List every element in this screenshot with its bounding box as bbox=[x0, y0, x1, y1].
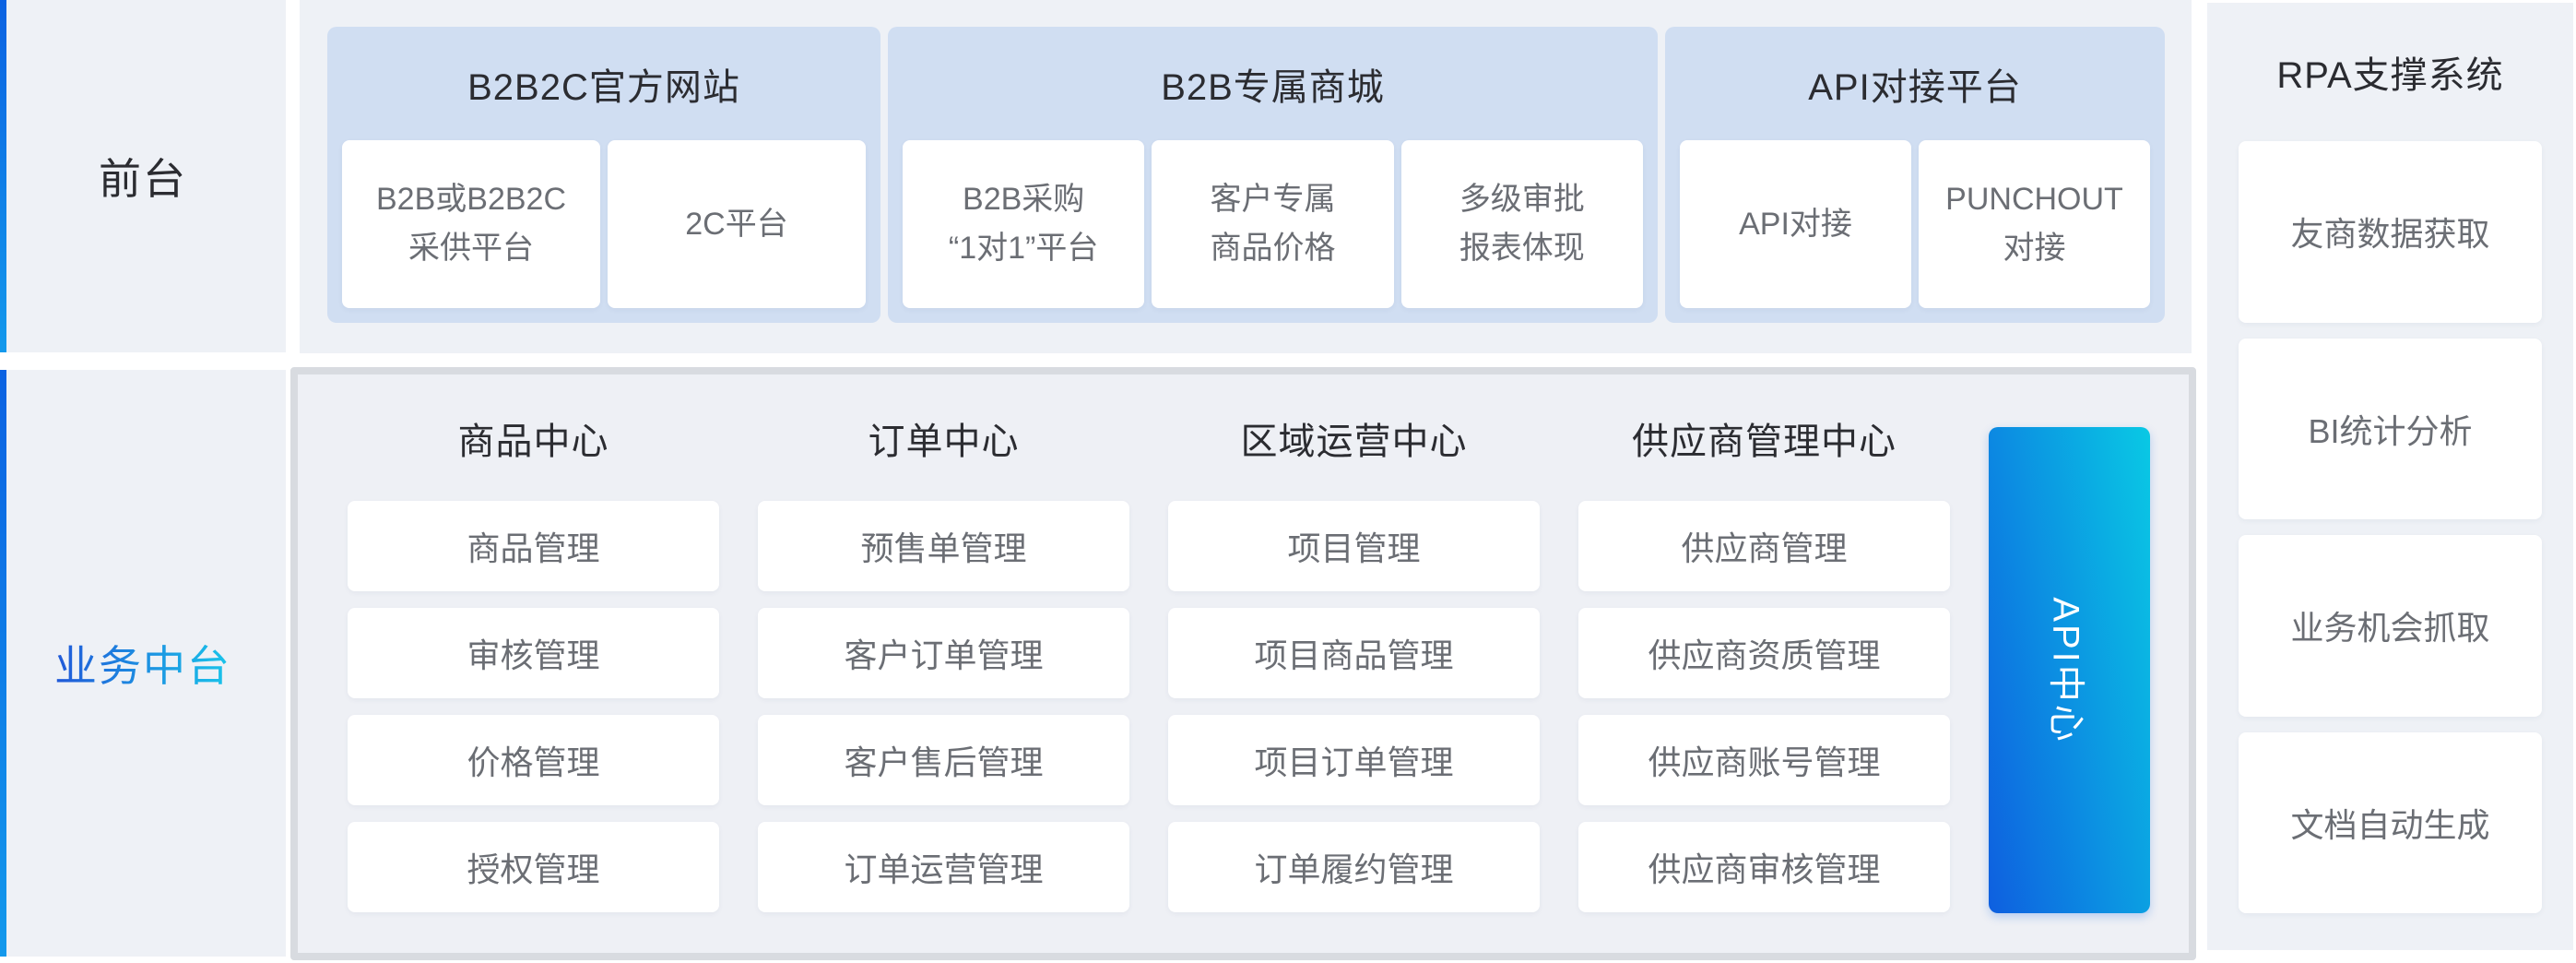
module-card: 项目管理 bbox=[1168, 501, 1540, 591]
front-stage-label: 前台 bbox=[99, 155, 187, 203]
module-card: 客户订单管理 bbox=[758, 608, 1129, 698]
item-card: 2C平台 bbox=[608, 140, 866, 308]
module-card: 供应商账号管理 bbox=[1578, 715, 1950, 805]
rpa-card: 友商数据获取 bbox=[2239, 141, 2542, 323]
module-card: 供应商资质管理 bbox=[1578, 608, 1950, 698]
module-card: 供应商审核管理 bbox=[1578, 822, 1950, 912]
panel-api-platform: API对接平台 API对接 PUNCHOUT 对接 bbox=[1665, 27, 2165, 323]
module-card: 订单运营管理 bbox=[758, 822, 1129, 912]
blue-accent-bar bbox=[0, 0, 6, 352]
panel-title: B2B专属商城 bbox=[1161, 66, 1385, 108]
module-card: 项目商品管理 bbox=[1168, 608, 1540, 698]
panel-b2b-mall: B2B专属商城 B2B采购 “1对1”平台 客户专属 商品价格 多级审批 报表体… bbox=[888, 27, 1658, 323]
module-card: 供应商管理 bbox=[1578, 501, 1950, 591]
rpa-support-panel: RPA支撑系统 友商数据获取 BI统计分析 业务机会抓取 文档自动生成 bbox=[2207, 3, 2573, 950]
item-card: B2B采购 “1对1”平台 bbox=[903, 140, 1145, 308]
panel-title: B2B2C官方网站 bbox=[467, 66, 740, 108]
column-title: 供应商管理中心 bbox=[1632, 421, 1897, 462]
api-center-label: API中心 bbox=[2045, 596, 2086, 744]
item-card: 多级审批 报表体现 bbox=[1400, 140, 1643, 308]
item-card: 客户专属 商品价格 bbox=[1152, 140, 1394, 308]
module-card: 审核管理 bbox=[348, 608, 719, 698]
module-card: 商品管理 bbox=[348, 501, 719, 591]
middle-platform-area: 商品中心 商品管理 审核管理 价格管理 授权管理 订单中心 预售单管理 客户订单… bbox=[290, 367, 2196, 960]
panel-title: API对接平台 bbox=[1808, 66, 2022, 108]
module-card: 授权管理 bbox=[348, 822, 719, 912]
module-card: 订单履约管理 bbox=[1168, 822, 1540, 912]
panel-items: B2B或B2B2C 采供平台 2C平台 bbox=[327, 140, 880, 323]
module-card: 项目订单管理 bbox=[1168, 715, 1540, 805]
column-title: 订单中心 bbox=[868, 421, 1020, 462]
column-cards: 商品管理 审核管理 价格管理 授权管理 bbox=[348, 501, 719, 912]
rpa-card: BI统计分析 bbox=[2239, 338, 2542, 519]
column-title: 区域运营中心 bbox=[1240, 421, 1468, 462]
rpa-cards: 友商数据获取 BI统计分析 业务机会抓取 文档自动生成 bbox=[2239, 141, 2542, 913]
column-region-operation-center: 区域运营中心 项目管理 项目商品管理 项目订单管理 订单履约管理 bbox=[1168, 374, 1540, 953]
module-card: 客户售后管理 bbox=[758, 715, 1129, 805]
panel-items: API对接 PUNCHOUT 对接 bbox=[1665, 140, 2165, 323]
item-card: API对接 bbox=[1680, 140, 1911, 308]
column-cards: 项目管理 项目商品管理 项目订单管理 订单履约管理 bbox=[1168, 501, 1540, 912]
panel-b2b2c-website: B2B2C官方网站 B2B或B2B2C 采供平台 2C平台 bbox=[327, 27, 880, 323]
front-stage-area: B2B2C官方网站 B2B或B2B2C 采供平台 2C平台 B2B专属商城 B2… bbox=[300, 0, 2192, 353]
api-center-bar: API中心 bbox=[1989, 427, 2150, 913]
module-card: 价格管理 bbox=[348, 715, 719, 805]
column-order-center: 订单中心 预售单管理 客户订单管理 客户售后管理 订单运营管理 bbox=[758, 374, 1129, 953]
front-stage-rail-panel: 前台 bbox=[0, 0, 286, 352]
column-cards: 供应商管理 供应商资质管理 供应商账号管理 供应商审核管理 bbox=[1578, 501, 1950, 912]
column-cards: 预售单管理 客户订单管理 客户售后管理 订单运营管理 bbox=[758, 501, 1129, 912]
item-card: B2B或B2B2C 采供平台 bbox=[342, 140, 600, 308]
middle-platform-label: 业务中台 bbox=[54, 633, 231, 694]
rpa-card: 业务机会抓取 bbox=[2239, 535, 2542, 717]
rpa-card: 文档自动生成 bbox=[2239, 731, 2542, 913]
middle-platform-rail-panel: 业务中台 bbox=[0, 370, 286, 957]
panel-items: B2B采购 “1对1”平台 客户专属 商品价格 多级审批 报表体现 bbox=[888, 140, 1658, 323]
item-card: PUNCHOUT 对接 bbox=[1919, 140, 2150, 308]
blue-accent-bar bbox=[0, 370, 6, 957]
column-product-center: 商品中心 商品管理 审核管理 价格管理 授权管理 bbox=[348, 374, 719, 953]
column-supplier-center: 供应商管理中心 供应商管理 供应商资质管理 供应商账号管理 供应商审核管理 bbox=[1578, 374, 1950, 953]
module-card: 预售单管理 bbox=[758, 501, 1129, 591]
column-title: 商品中心 bbox=[457, 421, 609, 462]
rpa-title: RPA支撑系统 bbox=[2276, 55, 2504, 96]
